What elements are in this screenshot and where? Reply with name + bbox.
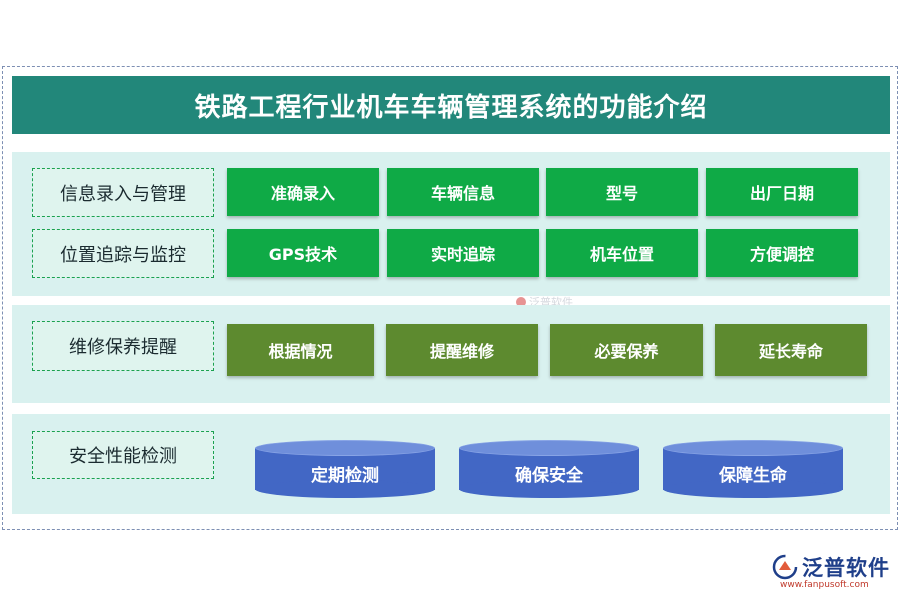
outer-frame xyxy=(2,66,898,530)
feature-box: 出厂日期 xyxy=(706,168,858,216)
feature-box: GPS技术 xyxy=(227,229,379,277)
logo-url: www.fanpusoft.com xyxy=(780,580,869,590)
page-title: 铁路工程行业机车车辆管理系统的功能介绍 xyxy=(12,76,890,134)
cylinder-label: 保障生命 xyxy=(719,465,787,486)
feature-box: 准确录入 xyxy=(227,168,379,216)
cylinder-item: 确保安全 xyxy=(459,440,639,498)
feature-box: 延长寿命 xyxy=(715,324,867,376)
cylinder-item: 保障生命 xyxy=(663,440,843,498)
watermark-logo-icon xyxy=(516,297,526,307)
cylinder-label: 定期检测 xyxy=(311,465,379,486)
logo-name: 泛普软件 xyxy=(802,556,890,580)
feature-box: 型号 xyxy=(546,168,698,216)
cylinder-item: 定期检测 xyxy=(255,440,435,498)
fanpu-logo-icon xyxy=(772,554,798,580)
feature-box: 机车位置 xyxy=(546,229,698,277)
feature-box: 车辆信息 xyxy=(387,168,539,216)
row-label-info-entry: 信息录入与管理 xyxy=(32,168,214,217)
row-label-maintenance: 维修保养提醒 xyxy=(32,321,214,371)
feature-box: 提醒维修 xyxy=(386,324,538,376)
brand-logo: 泛普软件 www.fanpusoft.com xyxy=(772,552,892,594)
cylinder-label: 确保安全 xyxy=(515,465,583,486)
row-label-safety: 安全性能检测 xyxy=(32,431,214,479)
feature-box: 方便调控 xyxy=(706,229,858,277)
feature-box: 根据情况 xyxy=(227,324,374,376)
feature-box: 必要保养 xyxy=(550,324,703,376)
feature-box: 实时追踪 xyxy=(387,229,539,277)
row-label-location-tracking: 位置追踪与监控 xyxy=(32,229,214,278)
